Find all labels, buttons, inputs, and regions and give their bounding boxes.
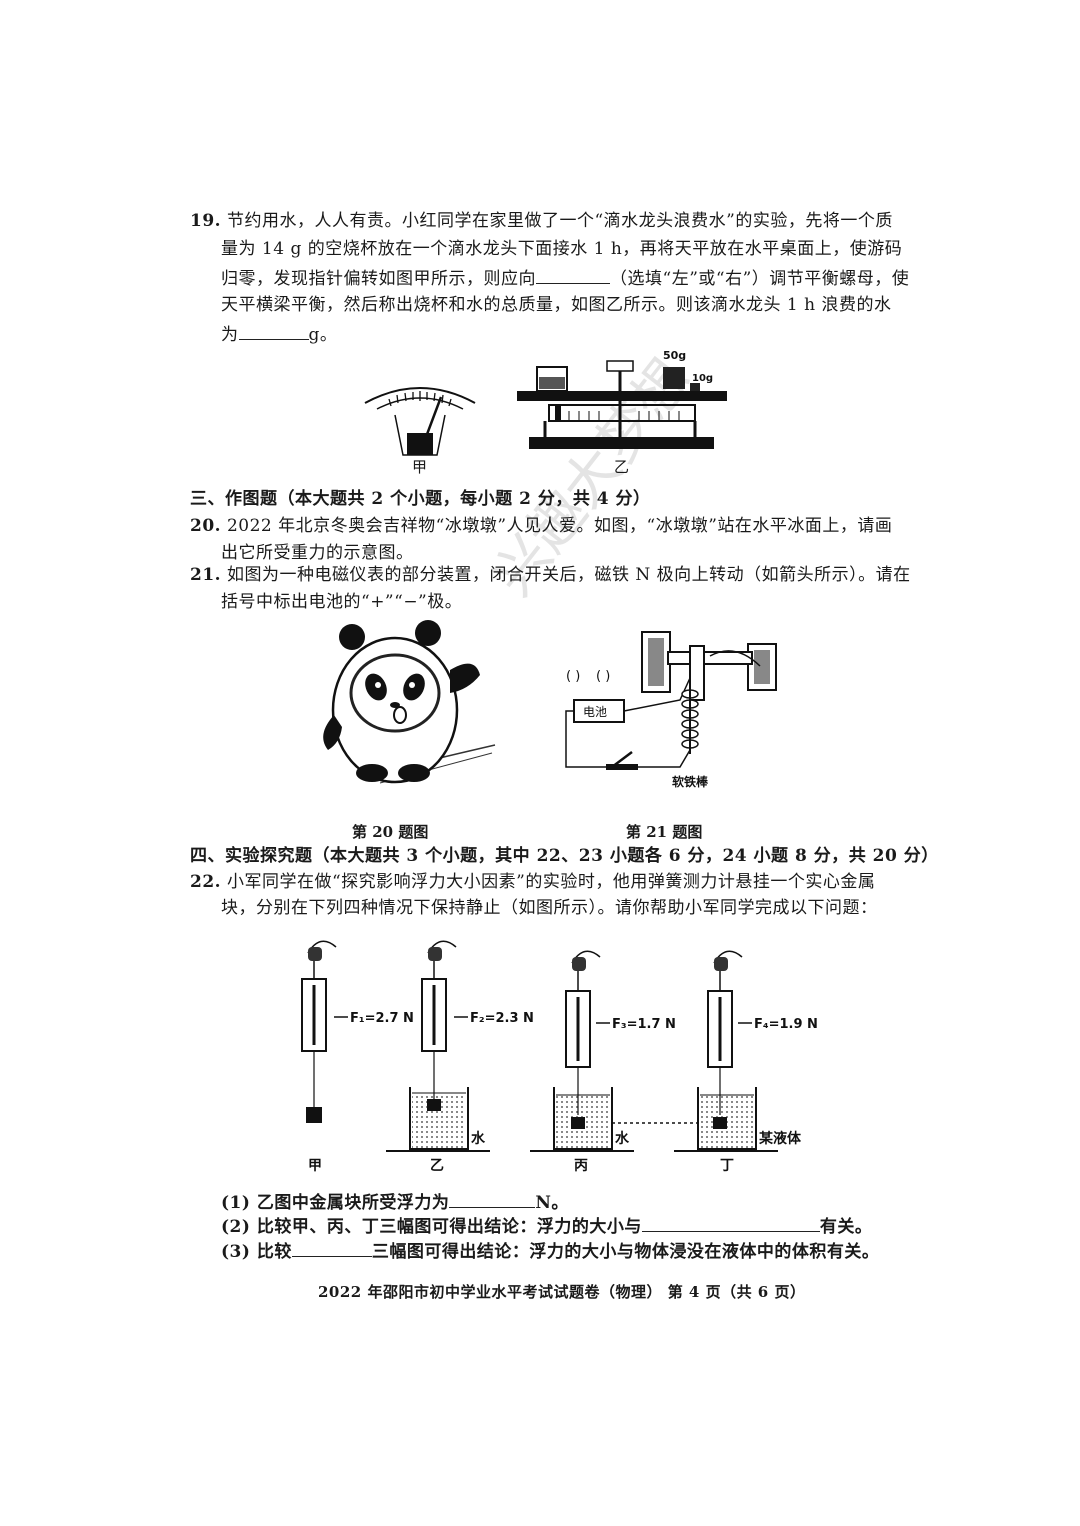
answer-blank-q19-mass[interactable] — [238, 321, 309, 340]
mascot-left-arm — [323, 715, 342, 750]
figure-label-yi: 乙 — [614, 458, 630, 476]
mascot-left-foot — [356, 764, 388, 782]
mascot-raised-arm — [450, 663, 480, 693]
liquid-label-ding: 某液体 — [759, 1130, 802, 1147]
battery-label: 电池 — [583, 705, 607, 719]
answer-blank-q19-direction[interactable] — [536, 265, 610, 284]
q22-sub3: (3) 比较三幅图可得出结论：浮力的大小与物体浸没在液体中的体积有关。 — [221, 1238, 879, 1264]
setup-label-bing: 丙 — [574, 1158, 588, 1174]
metal-block-yi — [427, 1099, 441, 1111]
section-4-heading: 四、实验探究题（本大题共 3 个小题，其中 22、23 小题各 6 分，24 小… — [190, 846, 939, 866]
balance-pointer-figure — [364, 387, 476, 456]
balance-pans — [517, 391, 727, 401]
setup-yi: F₂=2.3 N 水 乙 — [386, 940, 534, 1174]
q21-line1: 21. 如图为一种电磁仪表的部分装置，闭合开关后，磁铁 N 极向上转动（如箭头所… — [190, 565, 911, 585]
figure-label-jia: 甲 — [412, 458, 428, 476]
q22-line1: 22. 小军同学在做“探究影响浮力大小因素”的实验时，他用弹簧测力计悬挂一个实心… — [190, 872, 876, 892]
section-3-heading: 三、作图题（本大题共 2 个小题，每小题 2 分，共 4 分） — [190, 489, 651, 509]
mascot-left-ear — [339, 624, 365, 650]
balance-base — [529, 437, 714, 449]
force-label-bing: F₃=1.7 N — [612, 1017, 676, 1032]
beaker-bing — [553, 1087, 613, 1150]
q19-line4: 天平横梁平衡，然后称出烧杯和水的总质量，如图乙所示。则该滴水龙头 1 h 浪费的… — [221, 295, 892, 315]
q19-line1: 19. 节约用水，人人有责。小红同学在家里做了一个“滴水龙头浪费水”的实验，先将… — [190, 211, 893, 231]
electromagnet-figure: ( ) ( ) 电池 软铁棒 — [565, 631, 777, 789]
setup-bing: F₃=1.7 N 水 丙 — [530, 950, 676, 1174]
weight-50g-label: 50g — [663, 349, 686, 362]
setup-jia: F₁=2.7 N 甲 — [301, 940, 414, 1174]
q22-sub2: (2) 比较甲、丙、丁三幅图可得出结论：浮力的大小与有关。 — [221, 1213, 872, 1239]
metal-block-bing — [571, 1117, 585, 1129]
q21-caption: 第 21 题图 — [626, 823, 703, 841]
force-label-ding: F₄=1.9 N — [754, 1017, 818, 1032]
balance-figure: 50g 10g — [517, 349, 727, 449]
right-bracket-placeholder: ( ) — [596, 669, 610, 684]
answer-blank-q22-3[interactable] — [291, 1238, 372, 1257]
setup-ding: F₄=1.9 N 某液体 丁 — [674, 950, 818, 1174]
setup-label-jia: 甲 — [308, 1158, 322, 1174]
q21-line2: 括号中标出电池的“+”“−”极。 — [221, 592, 463, 612]
answer-blank-q22-2[interactable] — [641, 1213, 820, 1232]
magnet — [667, 651, 753, 665]
beaker-yi — [409, 1087, 469, 1150]
left-bracket-placeholder: ( ) — [566, 669, 580, 684]
mascot-figure — [323, 620, 496, 784]
metal-block-jia — [306, 1107, 322, 1123]
beaker-ding — [697, 1087, 757, 1150]
buoyancy-experiment-figure: F₁=2.7 N 甲 F₂=2.3 N 水 乙 — [301, 940, 818, 1174]
setup-label-ding: 丁 — [720, 1158, 734, 1174]
setup-label-yi: 乙 — [430, 1158, 444, 1174]
weight-10g-label: 10g — [692, 373, 713, 384]
liquid-label-yi: 水 — [471, 1130, 486, 1147]
mascot-right-ear — [415, 620, 441, 646]
force-label-jia: F₁=2.7 N — [350, 1011, 414, 1026]
rider — [555, 405, 561, 421]
soft-iron-rod-label: 软铁棒 — [672, 774, 709, 789]
q20-line2: 出它所受重力的示意图。 — [221, 543, 414, 563]
answer-blank-q22-1[interactable] — [449, 1189, 536, 1208]
balance-beam — [548, 404, 696, 422]
metal-block-ding — [713, 1117, 727, 1129]
page-footer: 2022 年邵阳市初中学业水平考试试题卷（物理） 第 4 页（共 6 页） — [318, 1283, 806, 1301]
q19-line3: 归零，发现指针偏转如图甲所示，则应向（选填“左”或“右”）调节平衡螺母，使 — [221, 265, 909, 291]
mascot-right-foot — [398, 764, 430, 782]
liquid-label-bing: 水 — [615, 1130, 630, 1147]
q20-caption: 第 20 题图 — [352, 823, 429, 841]
q20-line1: 20. 2022 年北京冬奥会吉祥物“冰墩墩”人见人爱。如图，“冰墩墩”站在水平… — [190, 516, 893, 536]
q22-line2: 块，分别在下列四种情况下保持静止（如图所示）。请你帮助小军同学完成以下问题： — [221, 898, 878, 918]
force-label-yi: F₂=2.3 N — [470, 1011, 534, 1026]
q19-line2: 量为 14 g 的空烧杯放在一个滴水龙头下面接水 1 h，再将天平放在水平桌面上… — [221, 239, 903, 259]
weight-50g — [663, 367, 685, 389]
weight-10g — [690, 383, 700, 391]
